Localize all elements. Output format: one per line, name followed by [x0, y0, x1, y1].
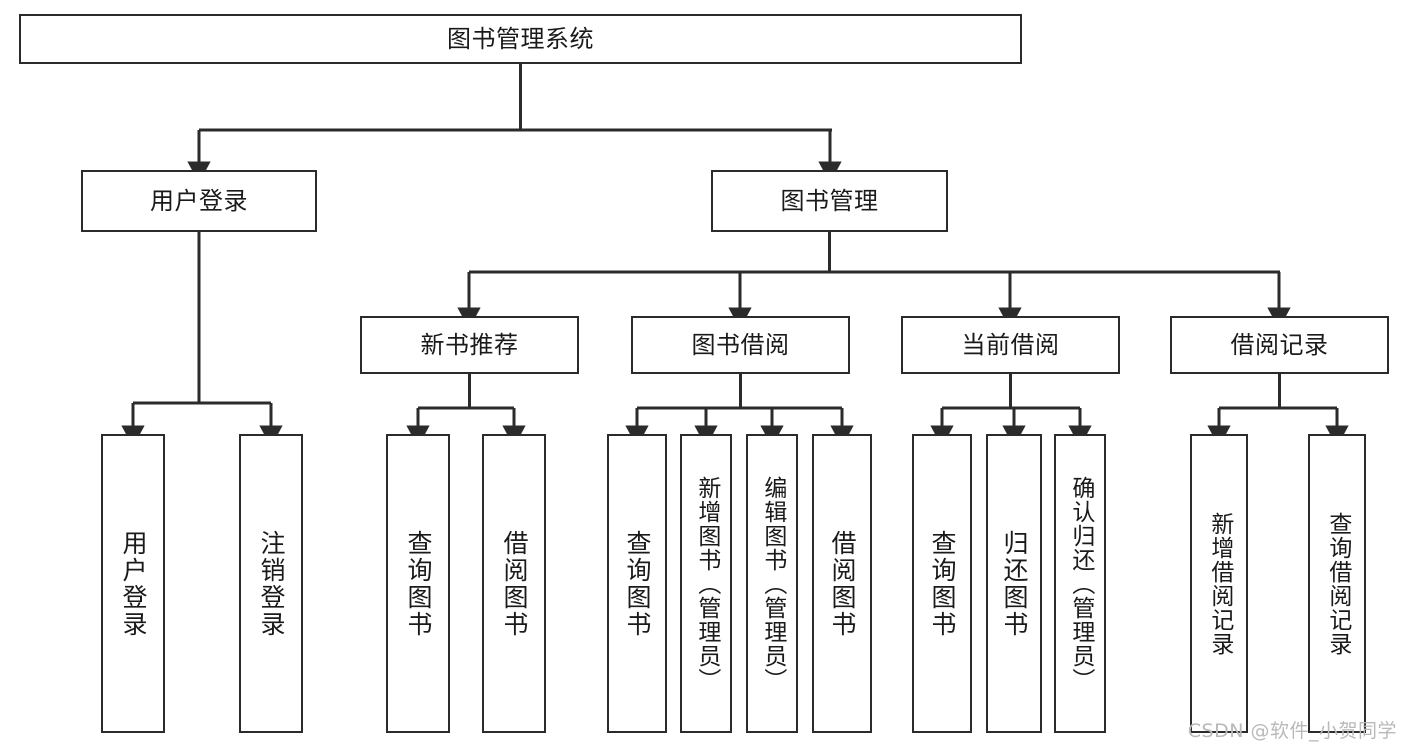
leaf-user-logout[interactable]: 注销登录: [239, 434, 303, 733]
leaf-add-borrow-record[interactable]: 新增借阅记录: [1190, 434, 1248, 733]
node-book-management[interactable]: 图书管理: [711, 170, 948, 232]
leaf-query-borrow-record-label: 查询借阅记录: [1324, 511, 1351, 656]
leaf-borrow-book[interactable]: 借阅图书: [812, 434, 872, 733]
leaf-add-book-admin[interactable]: 新增图书（管理员）: [680, 434, 732, 733]
leaf-edit-book-admin[interactable]: 编辑图书（管理员）: [746, 434, 798, 733]
leaf-query-book-borrow-label: 查询图书: [623, 529, 652, 638]
leaf-query-book-recommend[interactable]: 查询图书: [386, 434, 450, 733]
leaf-add-borrow-record-label: 新增借阅记录: [1206, 511, 1233, 656]
node-borrow-record-label: 借阅记录: [1230, 330, 1329, 359]
leaf-query-book-current-label: 查询图书: [928, 529, 957, 638]
node-root[interactable]: 图书管理系统: [19, 14, 1022, 64]
node-new-book-recommend[interactable]: 新书推荐: [360, 316, 579, 374]
node-current-borrow[interactable]: 当前借阅: [901, 316, 1120, 374]
leaf-confirm-return-admin-label: 确认归还（管理员）: [1067, 475, 1094, 692]
leaf-borrow-book-label: 借阅图书: [828, 529, 857, 638]
leaf-confirm-return-admin[interactable]: 确认归还（管理员）: [1054, 434, 1106, 733]
leaf-query-borrow-record[interactable]: 查询借阅记录: [1308, 434, 1366, 733]
node-root-label: 图书管理系统: [447, 24, 594, 53]
leaf-user-login[interactable]: 用户登录: [101, 434, 165, 733]
leaf-borrow-book-recommend-label: 借阅图书: [500, 529, 529, 638]
node-current-borrow-label: 当前借阅: [961, 330, 1060, 359]
leaf-user-logout-label: 注销登录: [257, 529, 286, 638]
leaf-add-book-admin-label: 新增图书（管理员）: [693, 475, 720, 692]
node-borrow-record[interactable]: 借阅记录: [1170, 316, 1389, 374]
node-book-borrow-label: 图书借阅: [691, 330, 790, 359]
node-user-login-label: 用户登录: [150, 186, 248, 215]
node-book-borrow[interactable]: 图书借阅: [631, 316, 850, 374]
leaf-user-login-label: 用户登录: [119, 529, 148, 638]
leaf-borrow-book-recommend[interactable]: 借阅图书: [482, 434, 546, 733]
leaf-query-book-borrow[interactable]: 查询图书: [607, 434, 667, 733]
node-user-login[interactable]: 用户登录: [81, 170, 317, 232]
csdn-watermark: CSDN @软件_小贺同学: [1187, 720, 1397, 742]
leaf-return-book[interactable]: 归还图书: [986, 434, 1042, 733]
leaf-query-book-current[interactable]: 查询图书: [912, 434, 972, 733]
leaf-query-book-recommend-label: 查询图书: [404, 529, 433, 638]
leaf-edit-book-admin-label: 编辑图书（管理员）: [759, 475, 786, 692]
leaf-return-book-label: 归还图书: [1000, 529, 1029, 638]
node-new-book-recommend-label: 新书推荐: [420, 330, 519, 359]
node-book-management-label: 图书管理: [780, 186, 879, 215]
